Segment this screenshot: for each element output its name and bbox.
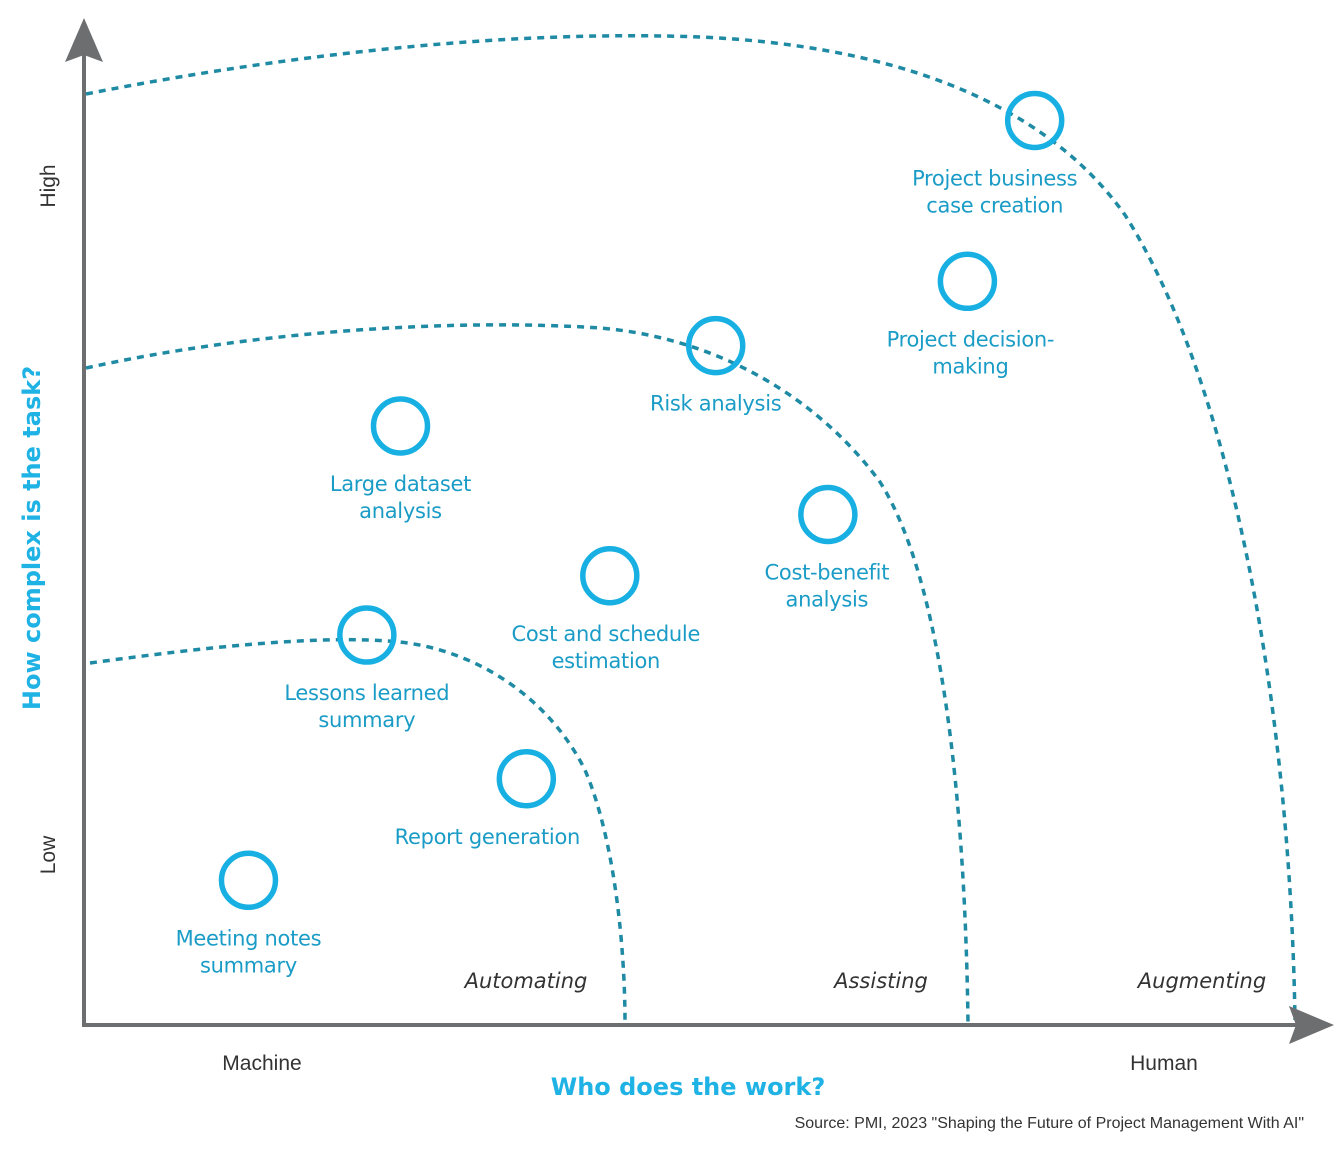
- data-point-marker: [337, 605, 397, 665]
- data-point-marker: [370, 396, 431, 456]
- x-axis-arrow-icon: [1289, 1006, 1334, 1044]
- y-axis-arrow-icon: [65, 18, 103, 62]
- data-point-marker: [937, 251, 998, 312]
- data-point-marker: [685, 315, 746, 376]
- region-label-augmenting: Augmenting: [1136, 969, 1266, 993]
- data-point-marker: [1004, 90, 1065, 151]
- region-label-assisting: Assisting: [832, 969, 928, 993]
- region-label-automating: Automating: [463, 969, 588, 993]
- y-axis-high-label: High: [37, 164, 60, 207]
- y-axis-low-label: Low: [37, 835, 60, 874]
- assisting-boundary: [85, 323, 970, 1023]
- data-point-label: Report generation: [395, 825, 580, 849]
- source-note: Source: PMI, 2023 "Shaping the Future of…: [795, 1115, 1304, 1132]
- x-axis-title: Who does the work?: [551, 1073, 826, 1101]
- data-point-marker: [580, 546, 640, 606]
- x-axis-low-label: Machine: [222, 1052, 301, 1075]
- augmenting-boundary: [85, 33, 1297, 1021]
- data-point-marker: [798, 484, 858, 545]
- x-axis-high-label: Human: [1130, 1052, 1198, 1075]
- y-axis-title: How complex is the task?: [18, 366, 46, 710]
- data-point-label: Project decision-making: [887, 327, 1055, 378]
- data-point-marker: [496, 749, 557, 809]
- data-point-marker: [218, 850, 279, 911]
- automating-boundary: [89, 637, 627, 1023]
- data-point-label: Risk analysis: [650, 392, 781, 416]
